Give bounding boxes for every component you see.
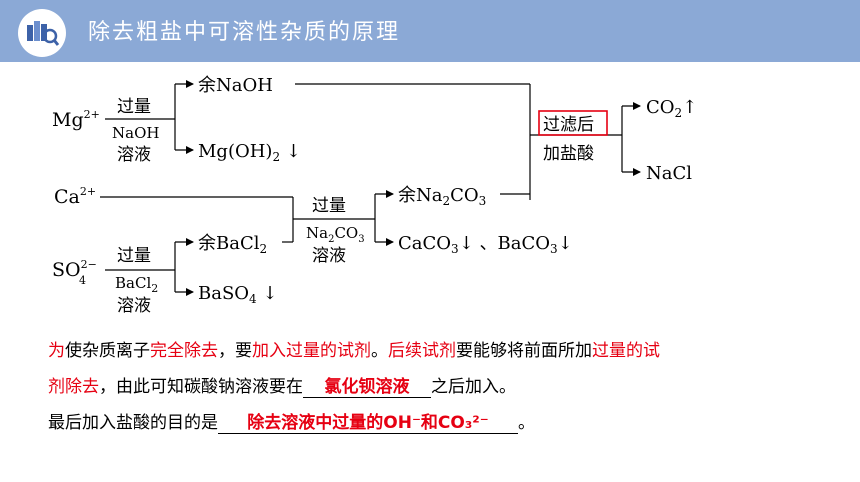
filter-box bbox=[538, 110, 608, 136]
excess-naoh: 余NaOH bbox=[198, 75, 273, 96]
excess-bacl2: 余BaCl2 bbox=[198, 233, 267, 256]
step3-bottom: 溶液 bbox=[312, 246, 346, 266]
step2-bottom: 溶液 bbox=[117, 296, 151, 316]
header-bar: 除去粗盐中可溶性杂质的原理 bbox=[0, 0, 860, 62]
step3-reagent: Na2CO3 bbox=[306, 224, 365, 245]
books-magnifier-icon bbox=[18, 9, 66, 57]
step3-top: 过量 bbox=[312, 196, 346, 216]
page-title: 除去粗盐中可溶性杂质的原理 bbox=[88, 20, 401, 45]
precip-carbonates: CaCO3↓ 、BaCO3↓ bbox=[398, 233, 573, 256]
step4-boxed: 过滤后 bbox=[543, 115, 594, 135]
explanation-line-3: 最后加入盐酸的目的是除去溶液中过量的OH⁻和CO₃²⁻。 bbox=[48, 408, 535, 434]
excess-na2co3: 余Na2CO3 bbox=[398, 185, 486, 208]
product-co2: CO2↑ bbox=[646, 97, 697, 120]
step1-reagent: NaOH bbox=[112, 124, 159, 142]
step4-reagent: 加盐酸 bbox=[543, 144, 594, 164]
answer-blank-2: 除去溶液中过量的OH⁻和CO₃²⁻ bbox=[218, 408, 518, 434]
ion-mg: Mg2+ bbox=[52, 108, 100, 131]
precip-mgoh2: Mg(OH)2 ↓ bbox=[198, 141, 301, 164]
step2-reagent: BaCl2 bbox=[115, 274, 158, 295]
step1-bottom: 溶液 bbox=[117, 145, 151, 165]
step2-top: 过量 bbox=[117, 246, 151, 266]
answer-blank-1: 氯化钡溶液 bbox=[303, 372, 431, 398]
ion-so4: SO2−4 bbox=[52, 258, 97, 287]
step1-top: 过量 bbox=[117, 97, 151, 117]
explanation-line-1: 为使杂质离子完全除去，要加入过量的试剂。后续试剂要能够将前面所加过量的试 bbox=[48, 341, 660, 361]
precip-baso4: BaSO4 ↓ bbox=[198, 283, 278, 306]
explanation-line-2: 剂除去，由此可知碳酸钠溶液要在氯化钡溶液之后加入。 bbox=[48, 372, 516, 398]
flow-diagram: Mg2+ 过量 NaOH 溶液 余NaOH Mg(OH)2 ↓ Ca2+ SO2… bbox=[52, 75, 697, 316]
ion-ca: Ca2+ bbox=[54, 185, 96, 208]
product-nacl: NaCl bbox=[646, 163, 692, 184]
